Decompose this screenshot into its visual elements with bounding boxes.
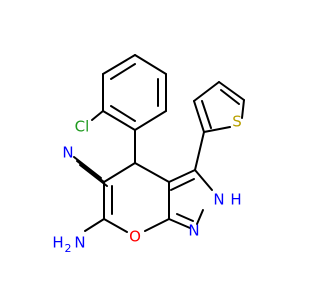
bond-double — [220, 89, 240, 105]
amino-h-label: H — [52, 234, 63, 252]
bond — [134, 54, 167, 75]
bond — [203, 126, 231, 133]
bond — [193, 81, 220, 102]
bond — [168, 169, 196, 183]
atom-labels: Cl N S N H N O H 2 N — [52, 113, 241, 256]
bond — [134, 110, 167, 131]
bond — [194, 169, 213, 191]
bond-double — [170, 178, 195, 191]
bond — [91, 110, 104, 121]
bond — [102, 54, 136, 75]
sulfur-label: S — [232, 113, 242, 131]
oxygen-label: O — [129, 228, 141, 246]
nitrile-nitrogen-label: N — [62, 144, 73, 162]
bond — [196, 209, 204, 225]
bond — [168, 218, 191, 229]
bond — [193, 100, 205, 133]
pyrazole-nitrogen-label: N — [188, 222, 199, 240]
bond-triple — [79, 164, 108, 187]
pyrazole-nh-hydrogen-label: H — [230, 191, 241, 209]
bond — [241, 99, 245, 119]
bond — [218, 81, 245, 101]
bond — [103, 162, 136, 183]
bond-layer — [73, 54, 245, 233]
bond — [84, 218, 105, 232]
amino-nitrogen-label: N — [74, 234, 85, 252]
bond-inner — [110, 105, 136, 122]
bond — [76, 160, 105, 183]
chemical-structure: Cl N S N H N O H 2 N — [52, 54, 245, 256]
bond-inner — [110, 63, 136, 80]
bond — [102, 110, 136, 131]
pyrazole-nh-nitrogen-label: N — [213, 191, 224, 209]
bond-double — [176, 213, 194, 222]
bond — [194, 131, 205, 171]
bond-triple — [73, 156, 102, 179]
bond — [134, 162, 170, 183]
bond-double — [201, 100, 212, 129]
chlorine-label: Cl — [75, 118, 90, 136]
bond — [103, 218, 128, 233]
amino-subscript-label: 2 — [65, 242, 72, 255]
bond — [144, 218, 170, 232]
